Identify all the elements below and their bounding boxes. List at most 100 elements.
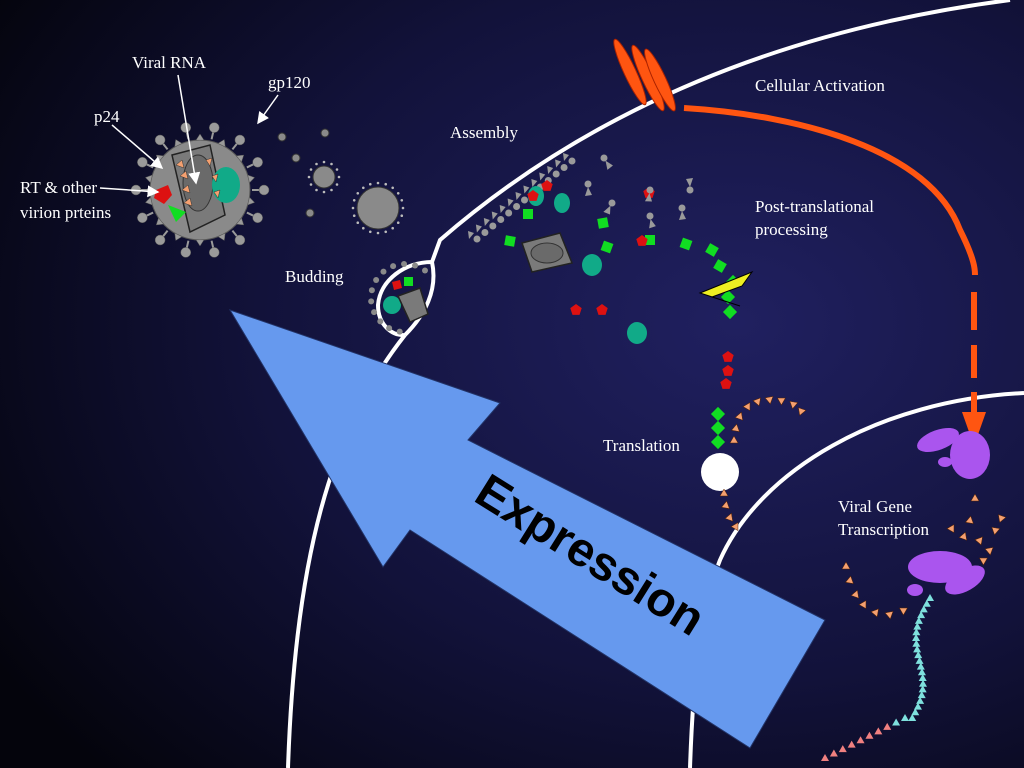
particle-spike-dot [352, 214, 356, 218]
particle-spike-dot [400, 214, 404, 218]
salmon-chain-triangle [729, 435, 739, 444]
rna-nucleotide [913, 702, 922, 710]
salmon-chain-triangle [724, 512, 734, 522]
gray-pin-knob [608, 199, 616, 207]
salmon-chain-triangle [841, 561, 851, 570]
activation-arrow [683, 105, 978, 276]
assembly-knob [505, 209, 513, 217]
assembly-knob [497, 216, 505, 223]
rna-nucleotide [911, 708, 920, 716]
salmon-chain-triangle [742, 402, 751, 412]
particle-spike-dot [368, 230, 372, 234]
label-rt-line2: virion prteins [20, 203, 111, 222]
gp41-spike [174, 232, 183, 241]
teal-proteins [528, 186, 647, 344]
cytoplasmic-capsid [521, 232, 574, 273]
gp120-knob [252, 156, 263, 168]
particle-spike-dot [315, 188, 318, 192]
gp120-knob [137, 156, 148, 168]
rna-nucleotide [916, 696, 925, 704]
gp120-knob [137, 212, 148, 224]
transcription-enzymes [907, 427, 990, 596]
label-assembly: Assembly [450, 123, 519, 142]
green-protein-square [679, 237, 693, 251]
assembly-knob [568, 157, 576, 165]
particle-spike-dot [315, 162, 318, 166]
assembly-spike [531, 179, 538, 187]
gray-pin-spike [603, 205, 611, 215]
bud-spike-dot [377, 318, 384, 325]
rna-nucleotide [856, 736, 865, 744]
receptor [613, 38, 676, 112]
salmon-chain-triangle [731, 423, 740, 432]
particle-spike-dot [401, 206, 405, 210]
red-proteins [527, 180, 734, 389]
assembly-knob [481, 229, 489, 236]
salmon-chain-triangle [884, 611, 894, 620]
green-protein-square [504, 235, 516, 247]
label-budding: Budding [285, 267, 344, 286]
green-protein-square [710, 406, 726, 422]
gp120-knob [208, 247, 220, 258]
salmon-chain-triangle [721, 500, 730, 509]
particle-spike-dot [362, 186, 365, 190]
assembly-spike [523, 185, 530, 194]
rna-nucleotide [918, 674, 927, 681]
green-protein-square [597, 217, 609, 229]
label-viral-gene-2: Transcription [838, 520, 929, 539]
salmon-chain-triangle [764, 396, 774, 405]
salmon-chain-triangle [850, 589, 860, 599]
gray-pin-knob [600, 154, 608, 162]
bud-spike-dot [371, 309, 378, 316]
salmon-chain-triangle [958, 531, 968, 541]
particle-spike-dot [322, 190, 326, 194]
gp41-spike [155, 217, 165, 226]
assembly-spike [507, 198, 514, 207]
label-p24: p24 [94, 107, 120, 126]
salmon-chain-triangle [898, 607, 908, 616]
assembly-knob [521, 196, 528, 204]
rna-nucleotide [917, 611, 926, 619]
bud-spike-dot [396, 328, 403, 335]
gray-pin-knob [686, 186, 694, 194]
gray-pin-spike [686, 178, 693, 187]
salmon-chain-triangle [970, 493, 980, 502]
particle-spike-dot [337, 175, 341, 179]
bud-spike-dot [412, 262, 419, 269]
gp120-knob [180, 247, 192, 258]
assembly-spike [563, 153, 569, 161]
particle-spike-dot [351, 206, 355, 210]
particle-spike-dot [400, 198, 404, 202]
gp120-knob [154, 234, 166, 246]
budding-membrane [375, 260, 436, 338]
green-protein-square [710, 434, 726, 450]
salmon-chain-triangle [946, 524, 955, 534]
rna-nucleotide [874, 727, 883, 735]
rna-nucleotide [821, 754, 829, 761]
gray-pin-spike [605, 160, 613, 170]
rna-nucleotide [912, 639, 921, 647]
particle-spike-dot [356, 192, 360, 195]
mature-virion [130, 122, 270, 258]
salmon-chain-triangle [798, 407, 807, 416]
ribosome [701, 453, 739, 491]
rna-nucleotide [919, 605, 928, 613]
particle-spike-dot [376, 181, 380, 185]
gray-pin-spike [679, 211, 686, 220]
particle-spike-dot [391, 226, 394, 230]
salmon-chain-triangle [974, 536, 983, 546]
rna-nucleotide [913, 622, 922, 630]
gray-pin-spike [649, 218, 656, 229]
label-translation: Translation [603, 436, 680, 455]
free-particles [277, 128, 400, 230]
rna-nucleotide [912, 628, 921, 636]
bud-spike-dot [380, 268, 387, 275]
particle-spike-dot [356, 221, 360, 224]
red-protein-pentagon [636, 235, 648, 246]
gp120-knob [258, 184, 270, 196]
bud-spike-dot [421, 267, 428, 274]
assembly-knob [560, 164, 568, 171]
gp41-spike [247, 196, 256, 206]
rna-nucleotide [908, 714, 917, 721]
